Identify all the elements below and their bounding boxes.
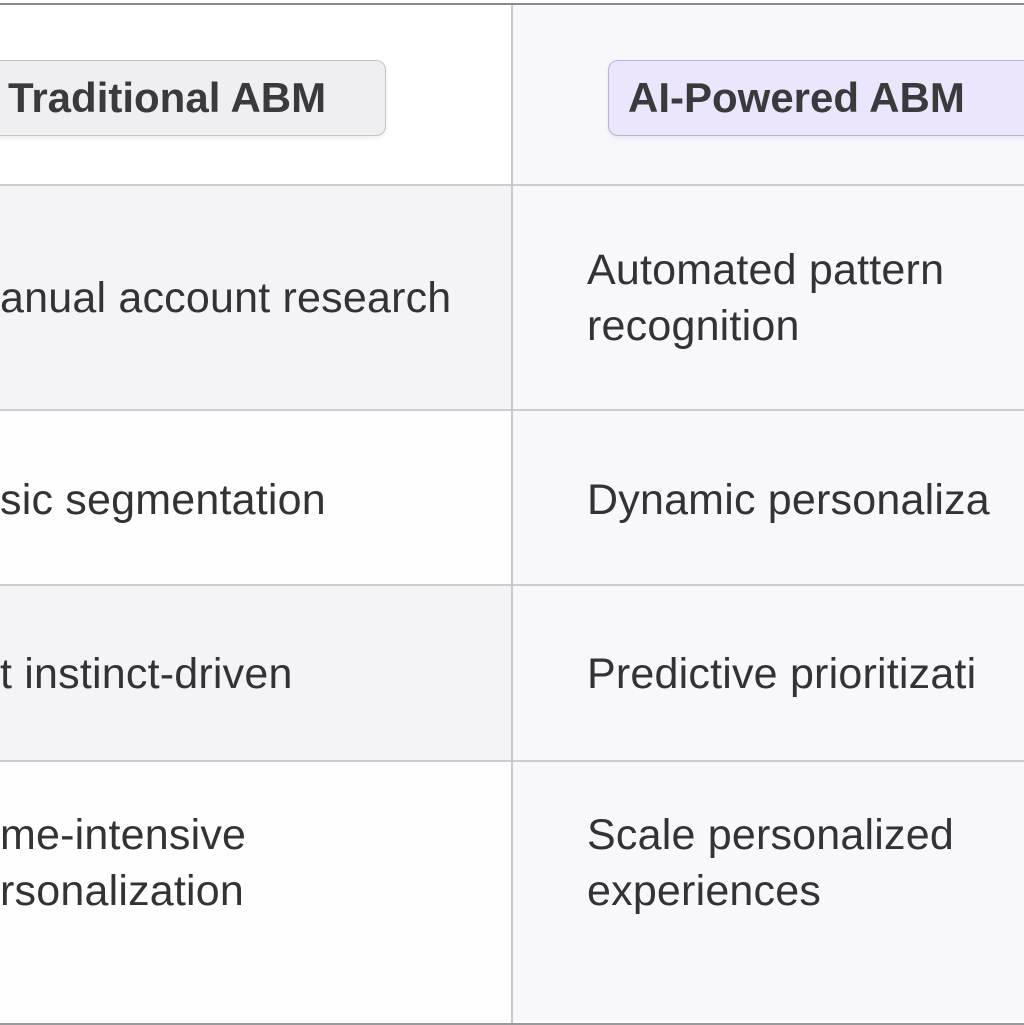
cell-text: experiences — [587, 867, 822, 915]
traditional-cell: t instinct-driven — [0, 586, 511, 760]
ai-cell: Scale personalized experiences — [513, 762, 1024, 1020]
table-row: anual account research Automated pattern… — [0, 186, 1024, 411]
column-divider — [511, 5, 513, 1023]
cell-text: me-intensive — [0, 811, 247, 859]
table-row: sic segmentation Dynamic personaliza — [0, 411, 1024, 586]
ai-cell: Automated pattern recognition — [513, 186, 1024, 409]
table-row: t instinct-driven Predictive prioritizat… — [0, 586, 1024, 762]
cell-text: rsonalization — [0, 867, 245, 915]
traditional-cell: me-intensive rsonalization — [0, 762, 511, 1020]
cell-text: sic segmentation — [0, 476, 326, 524]
comparison-table: Traditional ABM AI-Powered ABM anual acc… — [0, 3, 1024, 1025]
cell-text: t instinct-driven — [0, 650, 293, 698]
traditional-cell: sic segmentation — [0, 411, 511, 584]
traditional-cell: anual account research — [0, 186, 511, 409]
cell-text: Scale personalized — [587, 811, 954, 859]
cell-text: recognition — [587, 302, 800, 350]
traditional-abm-badge: Traditional ABM — [0, 60, 386, 136]
ai-cell: Dynamic personaliza — [513, 411, 1024, 584]
cell-text: anual account research — [0, 274, 452, 322]
cell-text: Dynamic personaliza — [587, 476, 990, 524]
ai-powered-abm-badge: AI-Powered ABM — [608, 60, 1024, 136]
cell-text: Automated pattern — [587, 246, 945, 294]
ai-cell: Predictive prioritizati — [513, 586, 1024, 760]
header-row: Traditional ABM AI-Powered ABM — [0, 5, 1024, 186]
cell-text: Predictive prioritizati — [587, 650, 977, 698]
header-cell-ai: AI-Powered ABM — [513, 5, 1024, 184]
table-row: me-intensive rsonalization Scale persona… — [0, 762, 1024, 1020]
header-cell-traditional: Traditional ABM — [0, 5, 511, 184]
